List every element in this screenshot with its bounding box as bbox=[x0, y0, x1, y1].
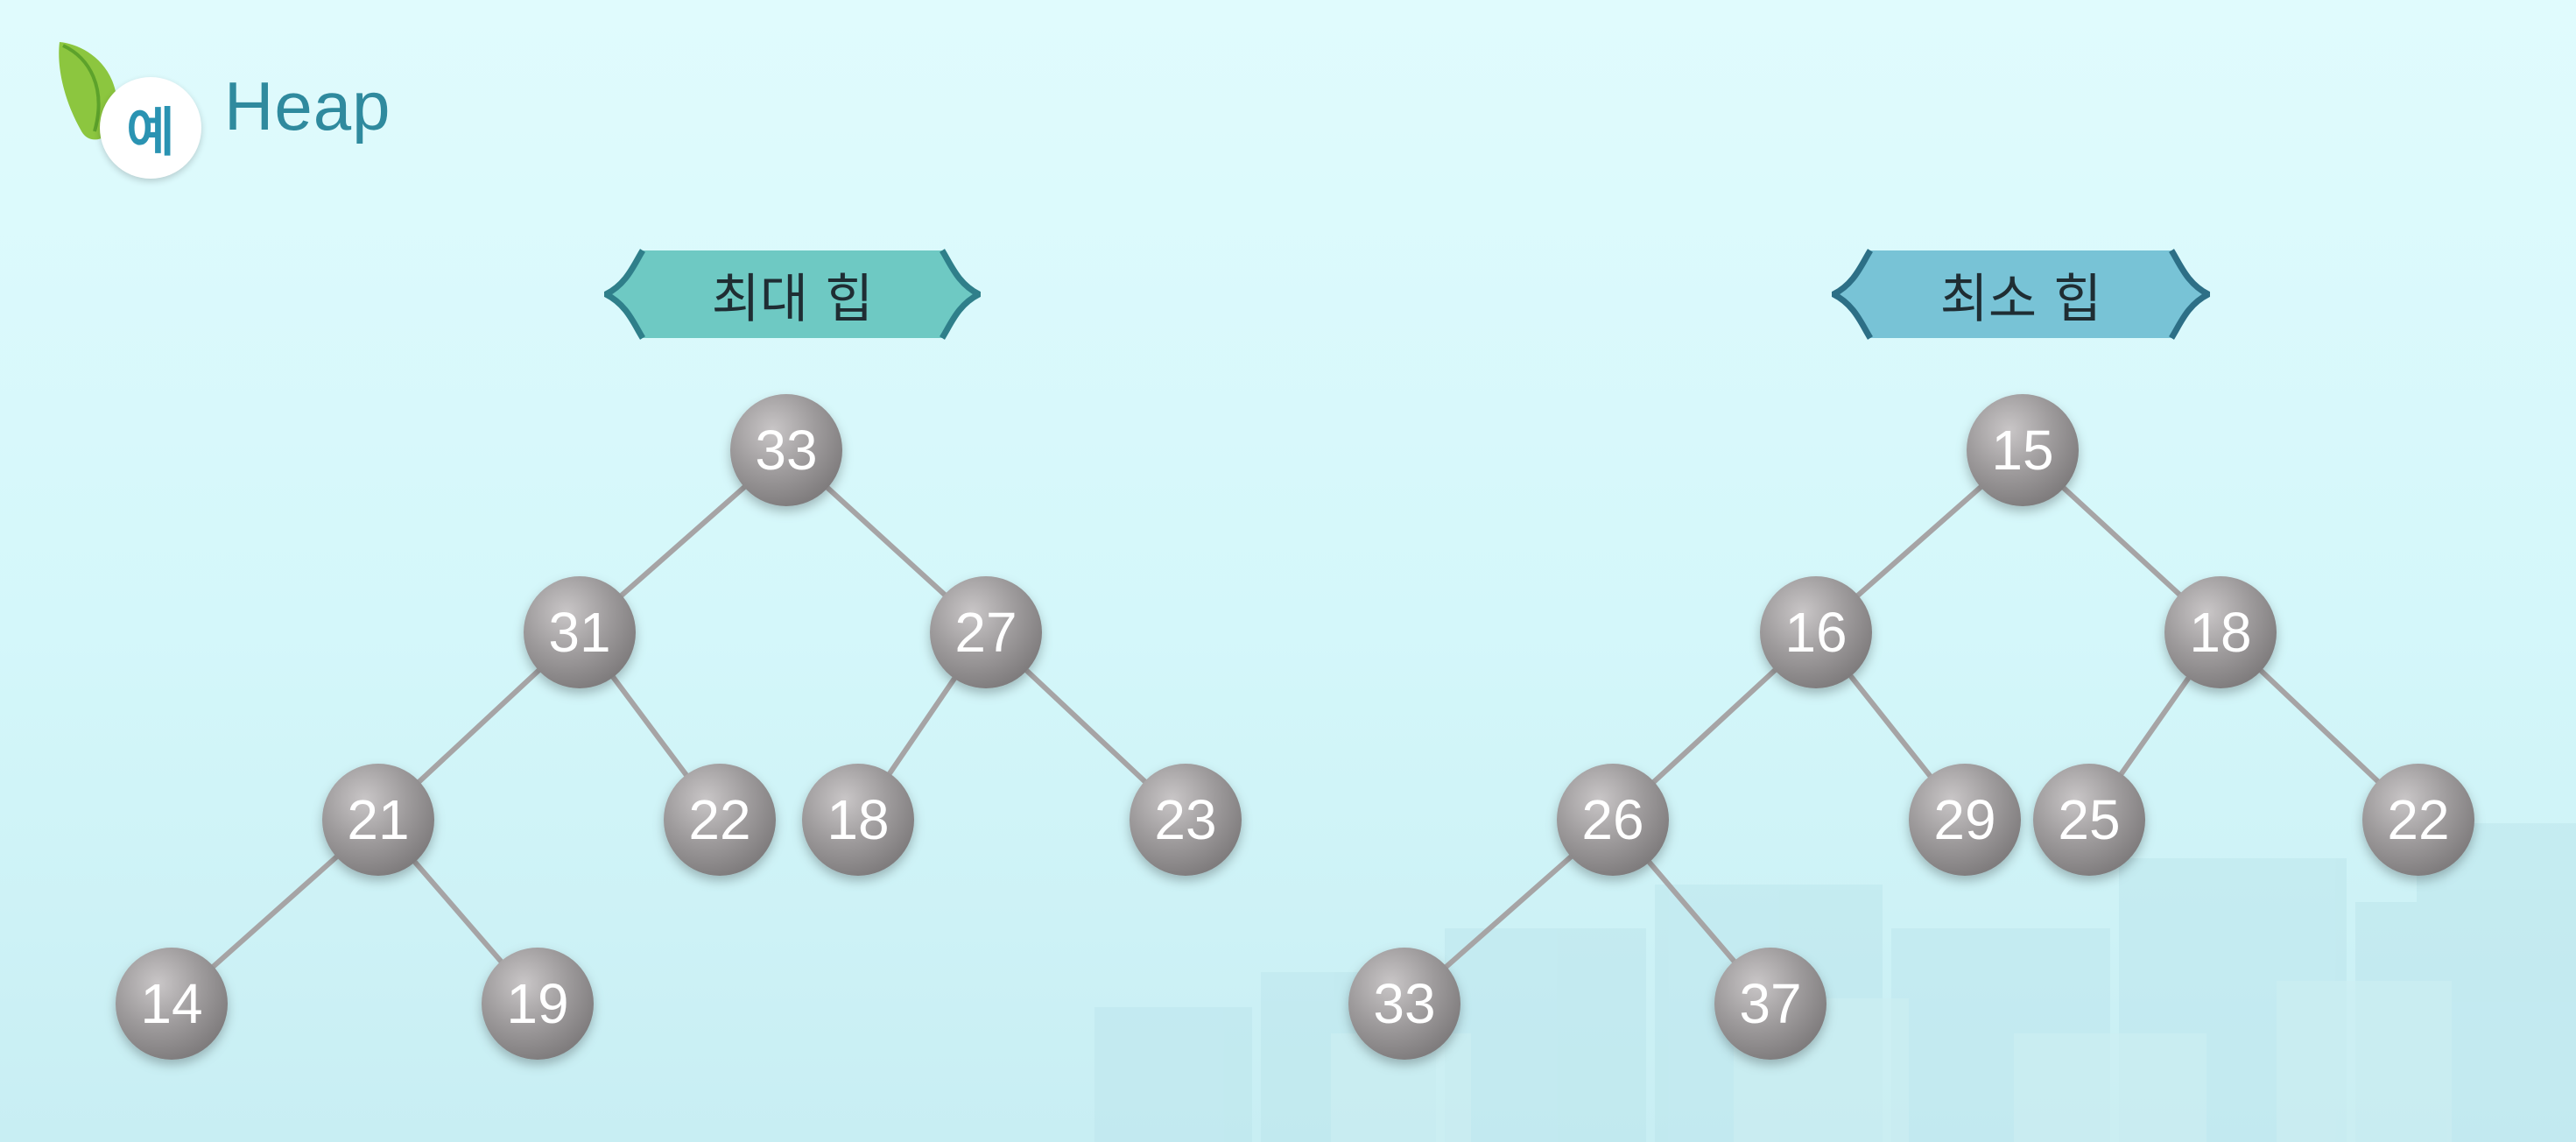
heap-node: 22 bbox=[2362, 764, 2474, 876]
ribbon-banner bbox=[604, 249, 981, 340]
node-value: 33 bbox=[1373, 972, 1435, 1035]
heap-node: 14 bbox=[116, 948, 228, 1060]
node-circle bbox=[1909, 764, 2021, 876]
heap-node: 27 bbox=[930, 576, 1042, 688]
heap-node: 16 bbox=[1760, 576, 1872, 688]
edges bbox=[170, 448, 2421, 1006]
heap-node: 37 bbox=[1714, 948, 1826, 1060]
heap-node: 26 bbox=[1557, 764, 1669, 876]
node-circle bbox=[664, 764, 776, 876]
node-circle bbox=[730, 394, 842, 506]
logo: 예 bbox=[54, 35, 201, 179]
heap-node: 18 bbox=[802, 764, 914, 876]
node-circle bbox=[2164, 576, 2277, 688]
heap-node: 19 bbox=[482, 948, 594, 1060]
node-value: 27 bbox=[954, 601, 1017, 664]
node-value: 14 bbox=[140, 972, 202, 1035]
node-circle bbox=[482, 948, 594, 1060]
heap-node: 31 bbox=[524, 576, 636, 688]
page-title: Heap bbox=[224, 67, 391, 145]
logo-badge: 예 bbox=[100, 77, 201, 179]
node-circle bbox=[1967, 394, 2079, 506]
heap-node: 22 bbox=[664, 764, 776, 876]
node-circle bbox=[2033, 764, 2145, 876]
node-value: 18 bbox=[827, 788, 889, 851]
node-value: 37 bbox=[1739, 972, 1801, 1035]
max-heap-label: 최대 힙 bbox=[604, 247, 981, 342]
node-value: 18 bbox=[2189, 601, 2251, 664]
heap-node: 29 bbox=[1909, 764, 2021, 876]
heap-node: 33 bbox=[730, 394, 842, 506]
heap-node: 18 bbox=[2164, 576, 2277, 688]
heap-node: 15 bbox=[1967, 394, 2079, 506]
heap-node: 21 bbox=[322, 764, 434, 876]
node-value: 23 bbox=[1154, 788, 1216, 851]
node-circle bbox=[322, 764, 434, 876]
node-value: 26 bbox=[1581, 788, 1643, 851]
heap-node: 33 bbox=[1348, 948, 1460, 1060]
node-value: 22 bbox=[688, 788, 750, 851]
node-value: 29 bbox=[1933, 788, 1995, 851]
min-heap-label: 최소 힙 bbox=[1832, 247, 2210, 342]
node-circle bbox=[1760, 576, 1872, 688]
node-value: 22 bbox=[2387, 788, 2449, 851]
ribbon-banner bbox=[1832, 249, 2210, 340]
node-circle bbox=[1714, 948, 1826, 1060]
node-circle bbox=[1130, 764, 1242, 876]
node-circle bbox=[2362, 764, 2474, 876]
max-heap-label-text: 최대 힙 bbox=[711, 268, 874, 330]
node-value: 33 bbox=[755, 419, 817, 482]
min-heap-label-text: 최소 힙 bbox=[1939, 268, 2102, 330]
node-circle bbox=[116, 948, 228, 1060]
nodes: 33 31 27 21 22 18 23 14 19 15 16 18 26 29 25 22 33 37 bbox=[116, 394, 2474, 1060]
node-circle bbox=[802, 764, 914, 876]
heap-node: 25 bbox=[2033, 764, 2145, 876]
node-circle bbox=[524, 576, 636, 688]
node-circle bbox=[1348, 948, 1460, 1060]
node-circle bbox=[1557, 764, 1669, 876]
heap-node: 23 bbox=[1130, 764, 1242, 876]
node-value: 25 bbox=[2058, 788, 2120, 851]
node-value: 16 bbox=[1784, 601, 1847, 664]
node-value: 19 bbox=[506, 972, 568, 1035]
node-circle bbox=[930, 576, 1042, 688]
node-value: 21 bbox=[347, 788, 409, 851]
node-value: 31 bbox=[548, 601, 610, 664]
node-value: 15 bbox=[1991, 419, 2053, 482]
